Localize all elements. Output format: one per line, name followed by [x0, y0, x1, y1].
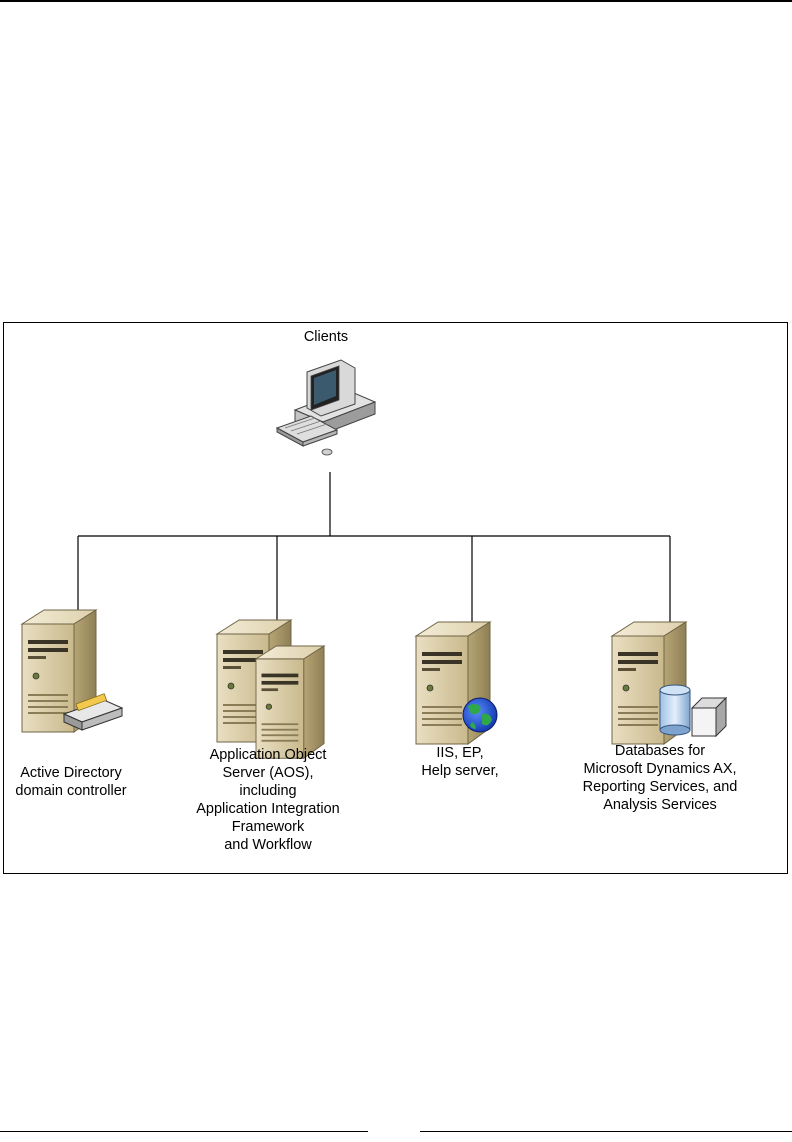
server-with-key-icon	[62, 693, 124, 731]
node-label-active-directory: Active Directory domain controller	[15, 765, 127, 799]
node-label-databases: Databases for Microsoft Dynamics AX, Rep…	[582, 743, 738, 813]
database-server-icon	[611, 621, 728, 745]
client-computer-icon	[275, 359, 377, 456]
aos-server-icon	[216, 619, 325, 759]
clients-label: Clients	[303, 329, 349, 345]
top-rule	[0, 0, 792, 2]
server-with-globe-icon	[462, 697, 498, 733]
diagram-frame	[3, 322, 788, 874]
iis-server-icon	[415, 621, 498, 745]
server-with-database-icon	[659, 684, 728, 738]
node-label-aos: Application Object Server (AOS), includi…	[196, 747, 340, 853]
connector-lines	[77, 472, 671, 622]
dual-server-icon	[255, 645, 325, 759]
active-directory-server-icon	[21, 609, 124, 733]
footer-rule-left	[0, 1131, 368, 1132]
footer-rule-right	[420, 1131, 792, 1132]
node-label-iis: IIS, EP, Help server,	[421, 745, 499, 779]
